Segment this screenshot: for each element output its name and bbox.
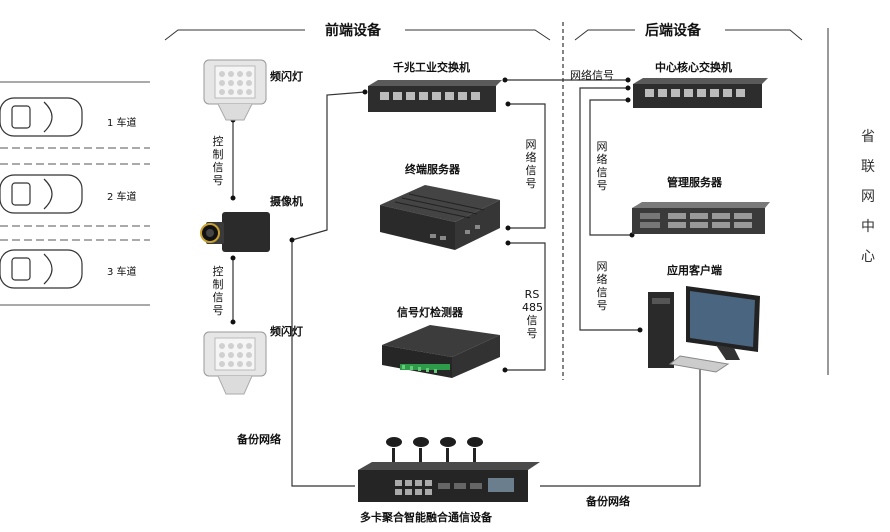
flash-lamp-icon bbox=[203, 331, 267, 395]
label-signal-detector: 信号灯检测器 bbox=[397, 306, 463, 319]
section-bracket-back bbox=[574, 29, 803, 41]
signal-label-network-v2: 网络信号 bbox=[596, 140, 608, 192]
car-icon bbox=[0, 174, 83, 214]
label-client: 应用客户端 bbox=[667, 264, 722, 277]
label-flash-top: 频闪灯 bbox=[270, 70, 303, 83]
client-pc-icon bbox=[648, 286, 760, 373]
province-center-label: 省联网中心 bbox=[861, 129, 875, 265]
label-core-switch: 中心核心交换机 bbox=[655, 61, 732, 74]
car-icon bbox=[0, 249, 83, 289]
connection-dots bbox=[230, 77, 643, 373]
label-mgmt-server: 管理服务器 bbox=[667, 176, 722, 189]
label-industrial-switch: 千兆工业交换机 bbox=[393, 61, 470, 74]
lane-label: 1 车道 bbox=[107, 118, 137, 129]
camera-icon bbox=[200, 212, 270, 252]
signal-label-network-v3: 网络信号 bbox=[596, 260, 608, 312]
label-camera: 摄像机 bbox=[270, 195, 303, 208]
signal-label-network-h: 网络信号 bbox=[570, 69, 614, 82]
flash-lamp-icon bbox=[203, 59, 267, 121]
lane-label: 2 车道 bbox=[107, 192, 137, 203]
lane-label: 3 车道 bbox=[107, 267, 137, 278]
core-switch-icon bbox=[633, 78, 768, 108]
section-title-front: 前端设备 bbox=[325, 23, 381, 39]
signal-label-backup-right: 备份网络 bbox=[586, 495, 630, 508]
comm-device-icon bbox=[358, 437, 540, 502]
signal-detector-icon bbox=[382, 325, 500, 378]
section-bracket-front bbox=[164, 29, 551, 41]
label-terminal-server: 终端服务器 bbox=[405, 163, 460, 176]
signal-label-control-bottom: 控制信号 bbox=[212, 265, 224, 317]
section-title-back: 后端设备 bbox=[645, 23, 701, 39]
label-comm-device: 多卡聚合智能融合通信设备 bbox=[360, 511, 492, 524]
industrial-switch-icon bbox=[368, 80, 502, 112]
connection-lines bbox=[232, 79, 701, 487]
signal-label-control-top: 控制信号 bbox=[212, 135, 224, 187]
signal-label-network-v1: 网络信号 bbox=[525, 138, 537, 190]
road-lanes bbox=[0, 81, 150, 306]
mgmt-server-icon bbox=[632, 202, 770, 234]
signal-label-backup-left: 备份网络 bbox=[237, 433, 281, 446]
label-flash-bottom: 频闪灯 bbox=[270, 325, 303, 338]
car-icon bbox=[0, 97, 83, 137]
terminal-server-icon bbox=[380, 185, 500, 250]
signal-label-rs485: RS 485 信 号 bbox=[522, 288, 543, 340]
